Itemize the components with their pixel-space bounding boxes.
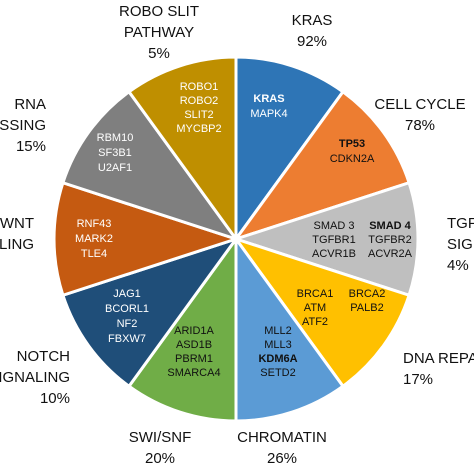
gene-label: PALB2 xyxy=(350,302,383,314)
gene-label: SMAD 3 xyxy=(314,220,355,232)
pie-slice-wnt-signaling xyxy=(52,181,238,297)
pie-slice-kras xyxy=(234,55,345,241)
gene-label: SMAD 4 xyxy=(369,220,411,232)
pie-slice-notch-signaling xyxy=(61,237,238,388)
gene-label: ASD1B xyxy=(176,339,212,351)
slice-name-line: NOTCH xyxy=(17,348,70,365)
pie-slice-swi-snf xyxy=(127,237,238,423)
gene-label: ATF2 xyxy=(302,316,328,328)
gene-label: ROBO1 xyxy=(180,81,219,93)
slice-name-line: WNT xyxy=(0,215,34,232)
slice-percent: 78% xyxy=(405,117,435,134)
gene-label: BRCA2 xyxy=(349,288,386,300)
slice-label-rna-processing: RNA PROCESSING 15% xyxy=(0,96,46,155)
slice-label-chromatin: CHROMATIN 26% xyxy=(237,429,327,467)
slice-name-line: RNA xyxy=(14,96,46,113)
slice-percent: 92% xyxy=(297,33,327,50)
gene-label: RNF43 xyxy=(77,218,112,230)
slice-label-tgfb-signaling: TGFB SIGNALING 4% xyxy=(447,215,474,274)
slice-percent: 15% xyxy=(16,138,46,155)
slice-name-line: ROBO SLIT xyxy=(119,3,199,20)
pie-slice-dna-repair xyxy=(234,237,411,388)
slice-name-line: SWI/SNF xyxy=(129,429,192,446)
slice-percent: 4% xyxy=(447,257,469,274)
gene-label: RBM10 xyxy=(97,132,134,144)
gene-label: SETD2 xyxy=(260,367,295,379)
pie-slice-robo-slit-pathway xyxy=(127,55,238,241)
slice-name-line: PROCESSING xyxy=(0,117,46,134)
slice-percent: 17% xyxy=(403,371,433,388)
gene-label: SMARCA4 xyxy=(167,367,220,379)
gene-label: MLL2 xyxy=(264,325,292,337)
slice-name-line: TGFB xyxy=(447,215,474,232)
gene-label: SLIT2 xyxy=(184,109,213,121)
gene-label: KRAS xyxy=(253,93,284,105)
slice-label-cell-cycle: CELL CYCLE 78% xyxy=(374,96,465,134)
gene-label: TGFBR2 xyxy=(368,234,411,246)
slice-name-line: CELL CYCLE xyxy=(374,96,465,113)
gene-label: JAG1 xyxy=(113,288,141,300)
gene-label: MYCBP2 xyxy=(176,123,221,135)
pie-slice-chromatin xyxy=(234,237,345,423)
slice-percent: 20% xyxy=(145,450,175,467)
slice-label-notch-signaling: NOTCH SIGNALING 10% xyxy=(0,348,70,407)
gene-label: BRCA1 xyxy=(297,288,334,300)
slice-name-line: SIGNALING xyxy=(0,369,70,386)
gene-label: ARID1A xyxy=(174,325,214,337)
gene-label: SF3B1 xyxy=(98,147,132,159)
pie-slice-tgfb-signaling xyxy=(234,181,420,297)
gene-label: TP53 xyxy=(339,138,365,150)
slice-name-line: KRAS xyxy=(292,12,333,29)
gene-label: MLL3 xyxy=(264,339,292,351)
slice-name-line: SIGNALING xyxy=(447,236,474,253)
gene-label: TGFBR1 xyxy=(312,234,355,246)
gene-label: ACVR2A xyxy=(368,248,413,260)
gene-label: BCORL1 xyxy=(105,303,149,315)
gene-label: PBRM1 xyxy=(175,353,213,365)
gene-label: MAPK4 xyxy=(250,108,287,120)
pie-slice-cell-cycle xyxy=(234,90,411,241)
gene-label: ACVR1B xyxy=(312,248,356,260)
gene-label: KDM6A xyxy=(258,353,297,365)
gene-label: TLE4 xyxy=(81,248,107,260)
slice-label-wnt-signaling: WNT SIGNALING xyxy=(0,215,34,253)
gene-label: ROBO2 xyxy=(180,95,219,107)
slice-percent: 10% xyxy=(40,390,70,407)
gene-label: MARK2 xyxy=(75,233,113,245)
slice-label-kras: KRAS 92% xyxy=(292,12,333,50)
slice-label-swi-snf: SWI/SNF 20% xyxy=(129,429,192,467)
slice-name-line: DNA REPAIR xyxy=(403,350,474,367)
gene-label: CDKN2A xyxy=(330,153,375,165)
gene-label: U2AF1 xyxy=(98,162,132,174)
gene-label: ATM xyxy=(304,302,326,314)
slice-percent: 26% xyxy=(267,450,297,467)
gene-label: NF2 xyxy=(117,318,138,330)
pie-slice-rna-processing xyxy=(61,90,238,241)
slice-name-line: SIGNALING xyxy=(0,236,34,253)
slice-percent: 5% xyxy=(148,45,170,62)
slice-name-line: PATHWAY xyxy=(124,24,194,41)
slice-label-robo-slit-pathway: ROBO SLIT PATHWAY 5% xyxy=(119,3,199,62)
slice-name-line: CHROMATIN xyxy=(237,429,327,446)
slice-label-dna-repair: DNA REPAIR 17% xyxy=(403,350,474,388)
gene-label: FBXW7 xyxy=(108,333,146,345)
